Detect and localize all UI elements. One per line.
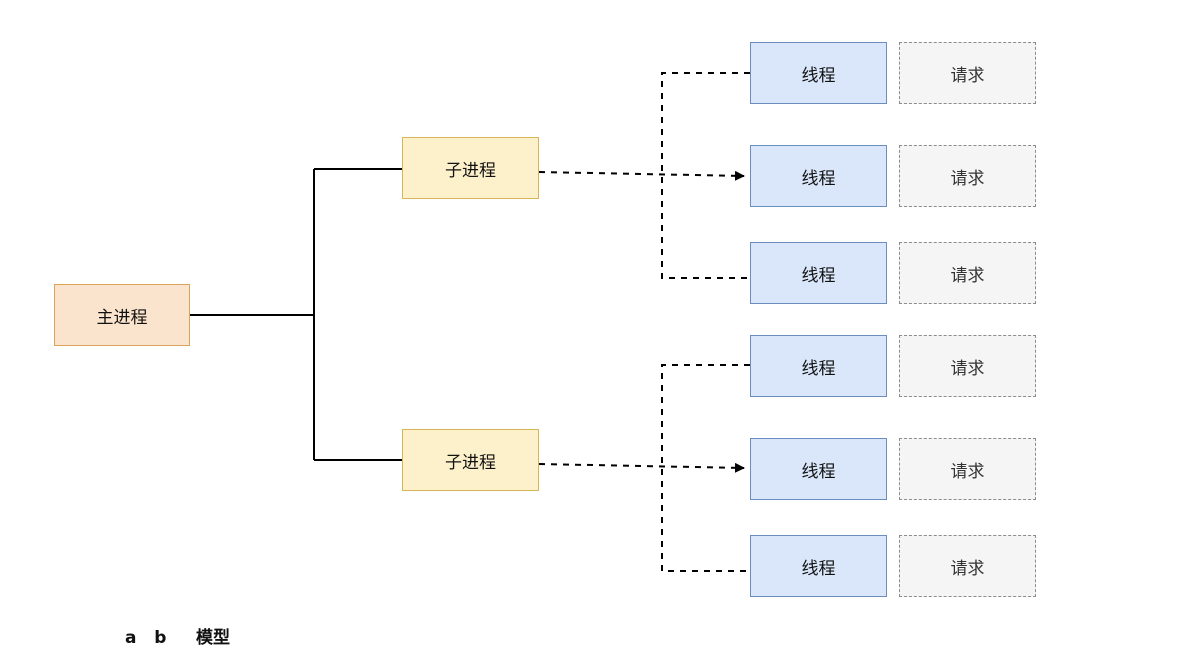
- request-node-2: 请求: [899, 145, 1036, 207]
- request-node-4: 请求: [899, 335, 1036, 397]
- request-node-6: 请求: [899, 535, 1036, 597]
- request-label: 请求: [950, 358, 985, 379]
- subprocess-2-branch-connector: [661, 364, 750, 572]
- thread-node-1: 线程: [750, 42, 887, 104]
- thread-label: 线程: [801, 265, 836, 286]
- request-label: 请求: [950, 461, 985, 482]
- thread-node-3: 线程: [750, 242, 887, 304]
- request-label: 请求: [950, 65, 985, 86]
- subprocess-node-1: 子进程: [402, 137, 539, 199]
- diagram-caption: a b 模型: [125, 628, 230, 648]
- thread-node-6: 线程: [750, 535, 887, 597]
- subprocess-1-to-thread-2-arrow: [538, 170, 745, 181]
- thread-label: 线程: [801, 558, 836, 579]
- thread-label: 线程: [801, 461, 836, 482]
- subprocess-label: 子进程: [445, 160, 496, 181]
- thread-label: 线程: [801, 358, 836, 379]
- thread-node-5: 线程: [750, 438, 887, 500]
- main-process-label: 主进程: [96, 307, 148, 328]
- main-to-subprocess-connector: [190, 168, 402, 461]
- request-label: 请求: [950, 558, 985, 579]
- request-node-1: 请求: [899, 42, 1036, 104]
- request-node-5: 请求: [899, 438, 1036, 500]
- subprocess-1-branch-connector: [661, 72, 750, 279]
- thread-label: 线程: [801, 168, 836, 189]
- main-process-node: 主进程: [54, 284, 190, 346]
- subprocess-label: 子进程: [445, 452, 496, 473]
- subprocess-2-to-thread-5-arrow: [538, 462, 745, 473]
- thread-node-4: 线程: [750, 335, 887, 397]
- subprocess-node-2: 子进程: [402, 429, 539, 491]
- request-label: 请求: [950, 265, 985, 286]
- request-node-3: 请求: [899, 242, 1036, 304]
- thread-label: 线程: [801, 65, 836, 86]
- thread-node-2: 线程: [750, 145, 887, 207]
- request-label: 请求: [950, 168, 985, 189]
